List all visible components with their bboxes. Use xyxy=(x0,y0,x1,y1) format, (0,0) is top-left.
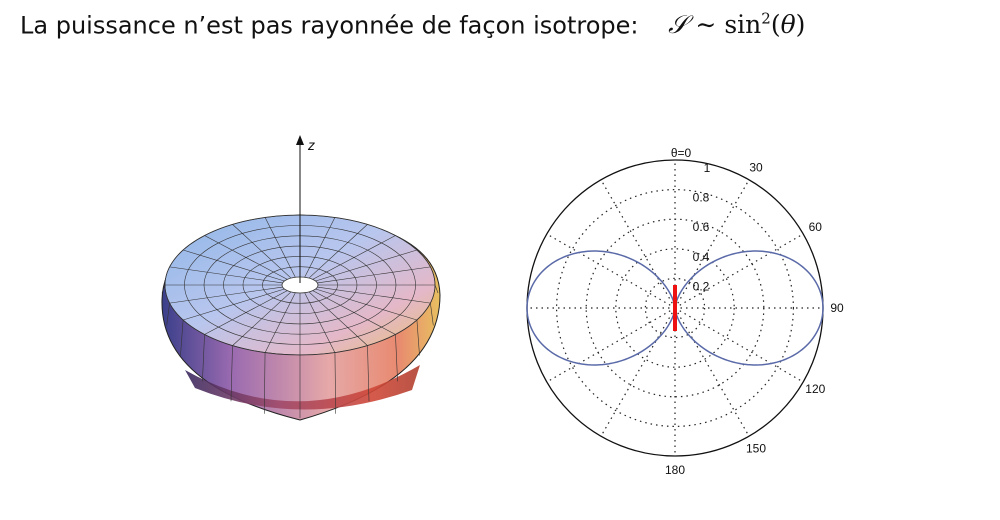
radial-tick-label: 0.2 xyxy=(693,279,710,293)
polar-grid-circle xyxy=(615,248,735,368)
torus-mesh-spoke xyxy=(315,249,418,282)
radial-tick-label: 0.8 xyxy=(693,191,710,205)
polar-grid-spoke xyxy=(674,307,750,437)
torus-mesh-spoke xyxy=(317,286,431,304)
torus-mesh-spoke xyxy=(304,217,336,278)
formula-sin: ∼ sin xyxy=(687,10,762,40)
torus-bottom-band xyxy=(185,365,420,410)
torus-svg: z xyxy=(161,135,441,421)
angle-label-60: 60 xyxy=(809,220,823,234)
polar-grid-circle xyxy=(644,277,706,339)
formula-theta: θ xyxy=(780,10,796,40)
headline-text: La puissance n’est pas rayonnée de façon… xyxy=(20,11,639,40)
torus-side-line xyxy=(161,284,166,294)
angle-zero-label: θ=0 xyxy=(671,146,692,160)
torus-side-line xyxy=(230,345,233,402)
torus-mesh-spoke xyxy=(315,288,418,321)
z-axis-label: z xyxy=(307,137,315,153)
radial-tick-label: 0.6 xyxy=(693,220,710,234)
formula-exponent: 2 xyxy=(761,10,771,28)
torus-side-line xyxy=(334,352,337,414)
angle-label-180: 180 xyxy=(665,463,685,477)
torus-mesh-spoke xyxy=(169,266,283,284)
angle-label-30: 30 xyxy=(749,161,763,175)
torus-side-line xyxy=(263,352,266,414)
torus-side-line xyxy=(166,303,170,326)
torus-mesh-spoke xyxy=(182,288,285,321)
torus-side-line xyxy=(416,319,420,356)
torus-mesh-spoke xyxy=(232,291,292,346)
torus-mesh-spoke xyxy=(317,266,431,284)
radial-tick-label: 1 xyxy=(704,161,711,175)
polar-grid-spoke xyxy=(674,233,804,309)
formula-open: ( xyxy=(770,10,781,40)
polar-grid-spoke xyxy=(600,179,676,309)
torus-side-line xyxy=(434,284,439,294)
polar-grid-spoke xyxy=(674,179,750,309)
torus-mesh-spoke xyxy=(204,235,288,280)
formula: 𝒮 ∼ sin2(θ) xyxy=(668,10,805,39)
torus-side-line xyxy=(202,334,205,382)
polar-grid-spoke xyxy=(674,307,804,383)
torus-mesh-spoke xyxy=(204,290,288,335)
polar-svg: 1 0.8 0.6 0.4 0.2 θ=0 30 60 90 120 150 180 xyxy=(526,146,844,477)
headline: La puissance n’est pas rayonnée de façon… xyxy=(20,10,805,40)
torus-mesh-spoke xyxy=(304,292,336,353)
angle-label-120: 120 xyxy=(805,382,825,396)
torus-radiation-pattern: z xyxy=(150,130,450,430)
torus-side-line xyxy=(395,334,398,382)
torus-side-line xyxy=(430,303,434,326)
torus-side-line xyxy=(180,319,184,356)
torus-mesh-spoke xyxy=(169,286,283,304)
polar-grid-circle xyxy=(555,188,795,428)
polar-grid-spoke xyxy=(546,307,676,383)
torus-mesh-spoke xyxy=(264,217,296,278)
torus-mesh-spoke xyxy=(264,292,296,353)
torus-mesh-spoke xyxy=(312,290,396,335)
z-axis-arrow xyxy=(296,135,304,145)
torus-mesh xyxy=(161,214,439,418)
formula-s: 𝒮 xyxy=(668,10,688,40)
radial-tick-label: 0.4 xyxy=(693,250,710,264)
torus-mesh-spoke xyxy=(182,249,285,282)
angle-label-90: 90 xyxy=(830,301,844,315)
torus-mesh-spoke xyxy=(312,235,396,280)
angle-label-150: 150 xyxy=(746,441,766,455)
torus-mesh-spoke xyxy=(308,291,368,346)
torus-side-line xyxy=(367,345,370,402)
formula-close: ) xyxy=(795,10,806,40)
torus-mesh-spoke xyxy=(232,224,292,279)
polar-radiation-pattern: 1 0.8 0.6 0.4 0.2 θ=0 30 60 90 120 150 180 xyxy=(510,135,860,495)
polar-grid-spoke xyxy=(546,233,676,309)
torus-mesh-spoke xyxy=(308,224,368,279)
polar-grid-spoke xyxy=(600,307,676,437)
